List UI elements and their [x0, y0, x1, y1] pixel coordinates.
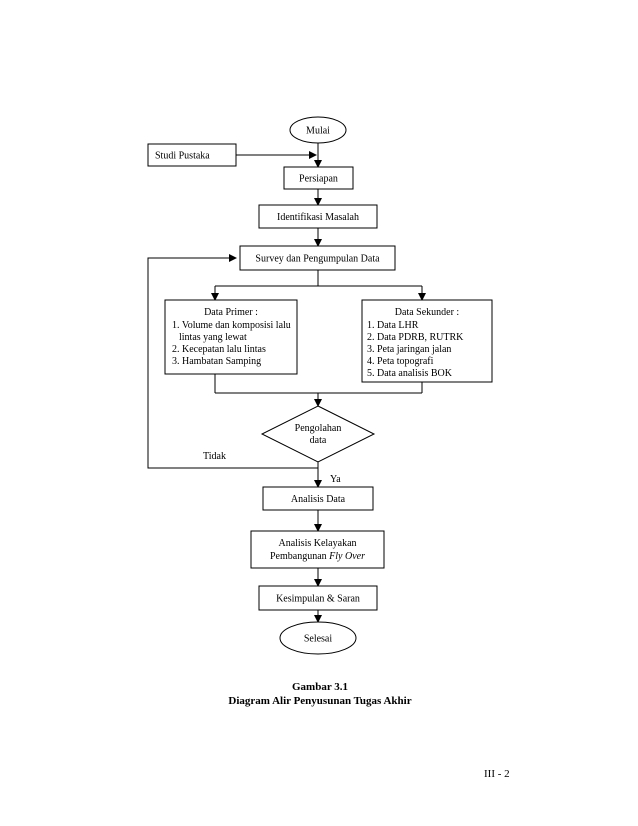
caption-title: Gambar 3.1: [292, 681, 348, 693]
no-branch-label: Tidak: [203, 451, 226, 462]
primary-data-box: [164, 299, 298, 375]
node-secondary-data: Data Sekunder : 1. Data LHR 2. Data PDRB…: [361, 299, 493, 383]
primary-data-item: 1. Volume dan komposisi lalu: [172, 320, 291, 331]
processing-label-line2: data: [310, 435, 327, 446]
caption-subtitle: Diagram Alir Penyusunan Tugas Akhir: [228, 695, 411, 707]
primary-data-title: Data Primer :: [204, 307, 258, 318]
secondary-data-item: 4. Peta topografi: [367, 356, 434, 367]
start-terminal: [289, 116, 347, 144]
feasibility-label-prefix: Pembangunan: [270, 551, 329, 562]
node-literature: Studi Pustaka: [147, 143, 237, 167]
secondary-data-item: 2. Data PDRB, RUTRK: [367, 332, 464, 343]
primary-data-item: 2. Kecepatan lalu lintas: [172, 344, 266, 355]
survey-box: [239, 245, 396, 271]
node-processing: Pengolahan data: [260, 405, 376, 463]
node-primary-data: Data Primer : 1. Volume dan komposisi la…: [164, 299, 298, 375]
problem-id-box: [258, 204, 378, 229]
end-terminal: [279, 621, 357, 655]
node-problem-id: Identifikasi Masalah: [258, 204, 378, 229]
secondary-data-box: [361, 299, 493, 383]
node-conclusion: Kesimpulan & Saran: [258, 585, 378, 611]
preparation-box: [283, 166, 354, 190]
page-number: III - 2: [484, 768, 510, 780]
start-label: Mulai: [306, 126, 330, 137]
primary-data-item: 3. Hambatan Samping: [172, 356, 261, 367]
feasibility-label-line1: Analisis Kelayakan: [278, 538, 356, 549]
connectors: [147, 143, 426, 623]
feasibility-label-italic: Fly Over: [328, 551, 365, 562]
literature-label: Studi Pustaka: [155, 151, 210, 162]
node-analysis: Analisis Data: [262, 486, 374, 511]
conclusion-label: Kesimpulan & Saran: [276, 594, 360, 605]
secondary-data-item: 5. Data analisis BOK: [367, 368, 453, 379]
preparation-label: Persiapan: [299, 174, 338, 185]
processing-label-line1: Pengolahan: [295, 423, 342, 434]
analysis-label: Analisis Data: [291, 494, 346, 505]
node-survey: Survey dan Pengumpulan Data: [239, 245, 396, 271]
yes-branch-label: Ya: [330, 474, 341, 485]
literature-box: [147, 143, 237, 167]
secondary-data-item: 3. Peta jaringan jalan: [367, 344, 451, 355]
survey-label: Survey dan Pengumpulan Data: [255, 254, 380, 265]
node-start: Mulai: [289, 116, 347, 144]
analysis-box: [262, 486, 374, 511]
problem-id-label: Identifikasi Masalah: [277, 212, 359, 223]
secondary-data-item: 1. Data LHR: [367, 320, 419, 331]
primary-data-item: lintas yang lewat: [179, 332, 247, 343]
node-feasibility: Analisis Kelayakan Pembangunan Fly Over: [250, 530, 385, 569]
conclusion-box: [258, 585, 378, 611]
feasibility-label-line2: Pembangunan Fly Over: [270, 551, 365, 562]
node-preparation: Persiapan: [283, 166, 354, 190]
feasibility-box: [250, 530, 385, 569]
end-label: Selesai: [304, 634, 333, 645]
node-end: Selesai: [279, 621, 357, 655]
processing-diamond: [260, 405, 376, 463]
secondary-data-title: Data Sekunder :: [395, 307, 459, 318]
